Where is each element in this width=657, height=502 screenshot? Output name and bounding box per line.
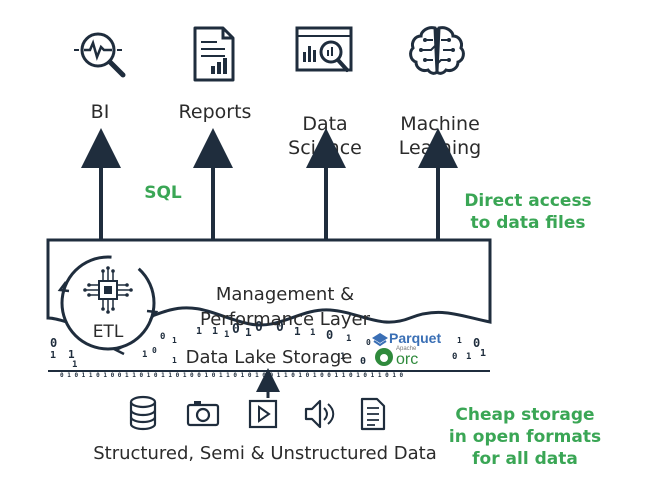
data-science-icon <box>293 22 357 86</box>
speaker-audio-icon <box>304 399 335 429</box>
direct-access-annotation: Direct access to data files <box>464 191 592 233</box>
orc-logo-icon <box>375 348 393 366</box>
bi-analytics-icon <box>68 22 132 86</box>
parquet-logo-icon <box>372 333 388 347</box>
management-layer-label: Management & Performance Layer <box>200 284 370 330</box>
etl-label: ETL <box>92 322 124 342</box>
text-document-icon <box>360 397 386 431</box>
report-document-icon <box>183 22 247 86</box>
consumer-label-reports: Reports <box>178 101 252 123</box>
cheap-storage-annotation: Cheap storage in open formats for all da… <box>448 405 602 469</box>
database-icon <box>129 395 157 431</box>
parquet-logo: Parquet <box>389 330 442 346</box>
etl-chip-icon <box>83 266 133 314</box>
camera-icon <box>186 401 220 427</box>
data-lake-storage-label: Data Lake Storage <box>185 347 353 368</box>
sql-annotation: SQL <box>144 183 182 203</box>
video-play-icon <box>248 399 278 429</box>
brain-circuit-icon <box>405 20 469 84</box>
consumer-label-bi: BI <box>90 101 110 123</box>
orc-logo: Apache ORC <box>396 346 419 368</box>
sources-label: Structured, Semi & Unstructured Data <box>93 443 437 464</box>
